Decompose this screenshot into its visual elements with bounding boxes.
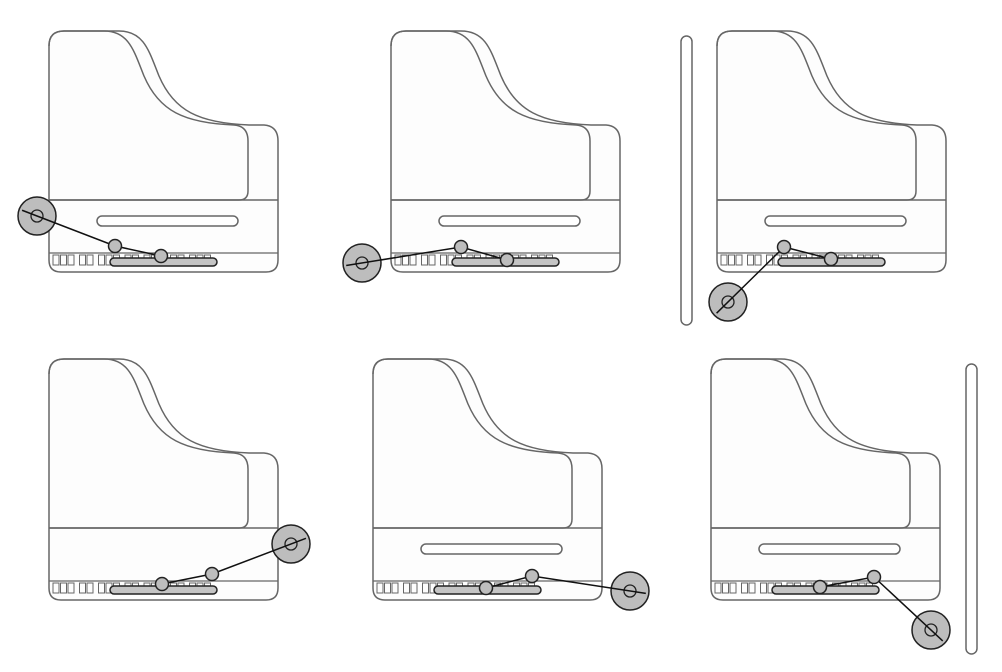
music-stand-slot [420, 543, 563, 555]
piano-panel-2 [342, 30, 621, 283]
end-effector-ring [284, 537, 298, 551]
elbow-joint [453, 239, 469, 255]
end-effector-ring [355, 256, 369, 270]
end-effector-ring [924, 623, 938, 637]
end-effector-ring [721, 295, 735, 309]
piano-panel-5 [372, 358, 650, 611]
music-stand-slot [438, 215, 581, 227]
grand-piano [372, 358, 603, 601]
piano-panel-6 [710, 358, 951, 650]
grand-piano [716, 30, 947, 273]
side-bar-2 [965, 363, 978, 655]
music-stand-slot [96, 215, 239, 227]
music-stand-slot [758, 543, 901, 555]
grand-piano [48, 358, 279, 601]
piano-panel-4 [48, 358, 311, 601]
base-joint [499, 252, 515, 268]
side-bar-1 [680, 35, 693, 326]
end-effector-ring [30, 209, 44, 223]
piano-panel-1 [17, 30, 279, 273]
elbow-joint [776, 239, 792, 255]
grand-piano [390, 30, 621, 273]
elbow-joint [204, 566, 220, 582]
elbow-joint [866, 569, 882, 585]
base-joint [812, 579, 828, 595]
elbow-joint [524, 568, 540, 584]
piano-panel-3 [708, 30, 947, 322]
grand-piano [710, 358, 941, 601]
grand-piano [48, 30, 279, 273]
base-joint [478, 580, 494, 596]
base-joint [823, 251, 839, 267]
elbow-joint [107, 238, 123, 254]
base-joint [154, 576, 170, 592]
music-stand-slot [764, 215, 907, 227]
end-effector-ring [623, 584, 637, 598]
base-joint [153, 248, 169, 264]
